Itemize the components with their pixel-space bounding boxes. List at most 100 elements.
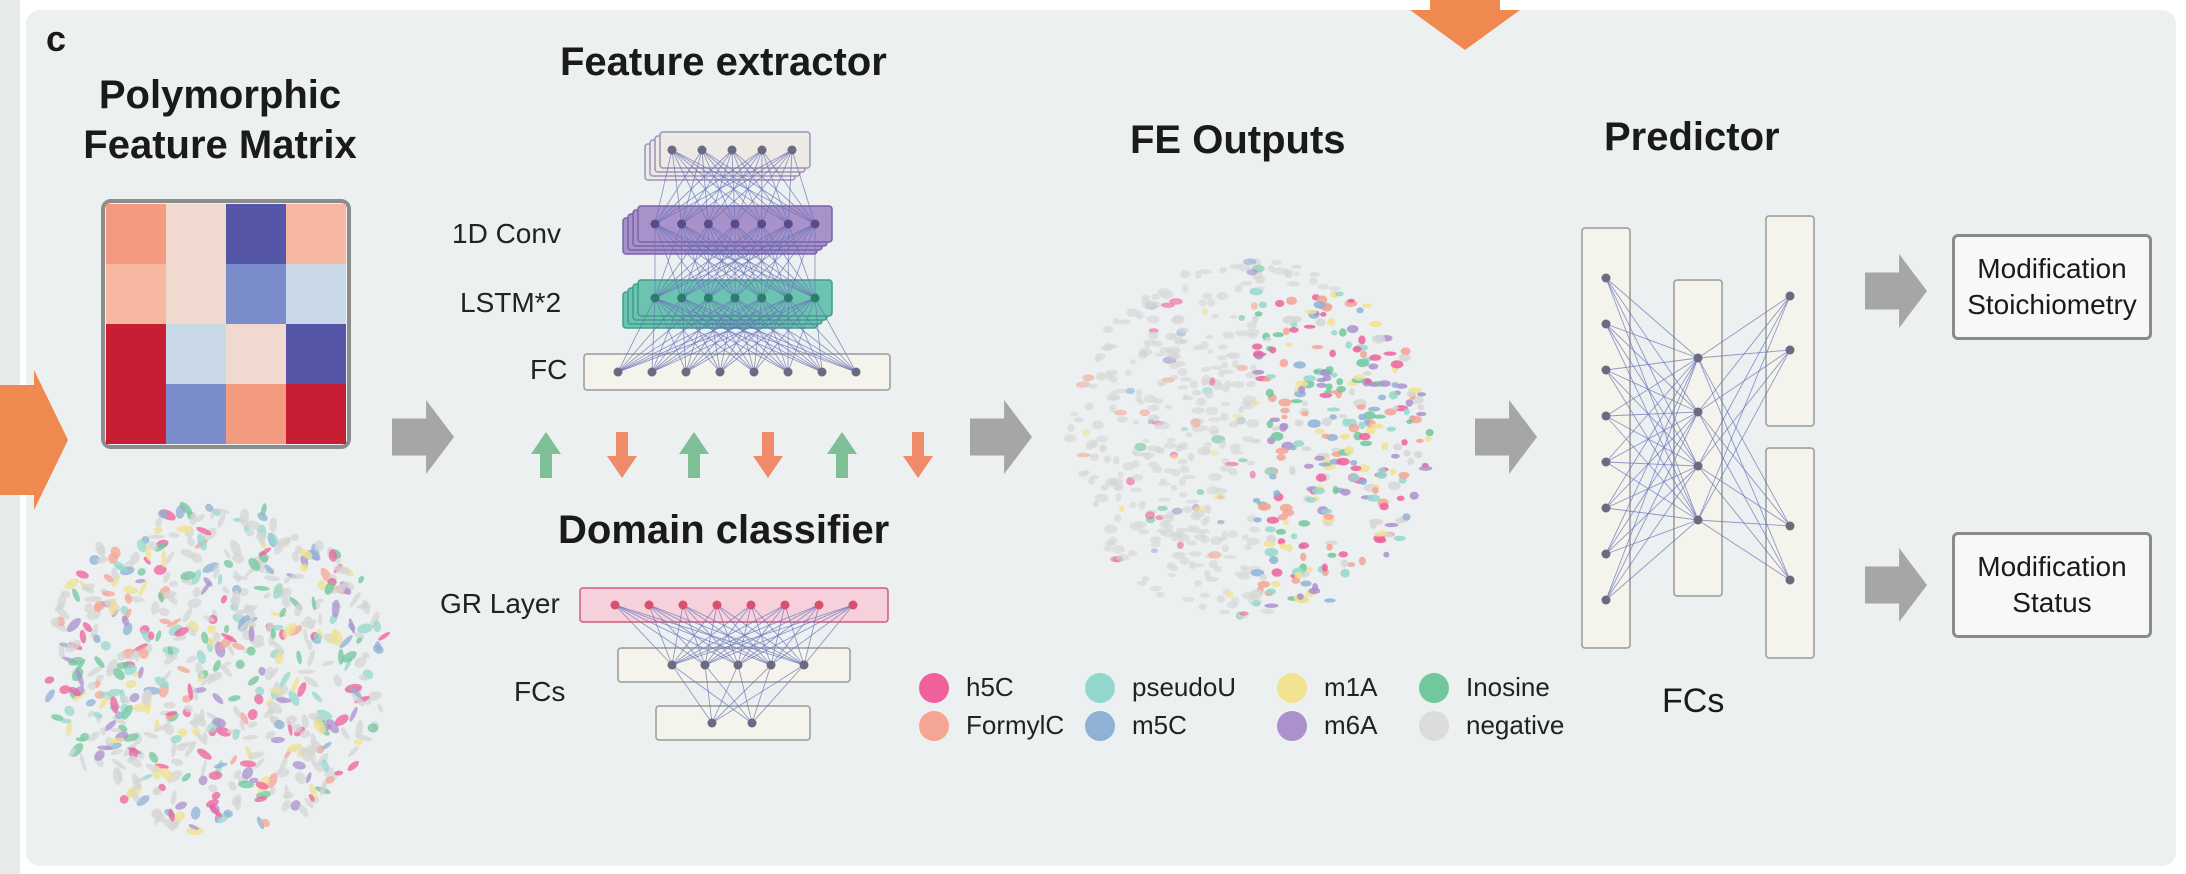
- scatter-point: [90, 624, 99, 638]
- scatter-point: [290, 800, 301, 811]
- connection: [651, 297, 656, 373]
- fe-output-point: [1193, 508, 1205, 518]
- fe-output-point: [1247, 593, 1258, 601]
- scatter-point: [254, 796, 268, 803]
- scatter-point: [104, 720, 117, 732]
- fe-output-point: [1208, 472, 1223, 481]
- fe-output-point: [1204, 506, 1212, 514]
- fe-output-point: [1225, 591, 1235, 599]
- fe-output-point: [1358, 556, 1366, 566]
- neuron: [727, 145, 737, 155]
- scatter-point: [357, 623, 373, 634]
- fe-output-point: [1360, 350, 1367, 359]
- fe-output-point: [1161, 302, 1175, 308]
- fe-output-point: [1186, 540, 1197, 546]
- connection: [654, 223, 736, 299]
- fe-output-point: [1212, 382, 1225, 391]
- scatter-point: [270, 736, 285, 744]
- fe-output-point: [1306, 566, 1313, 573]
- fe-output-point: [1238, 315, 1245, 321]
- predictor-hidden-box: [1673, 279, 1723, 597]
- legend-swatch-pseudou: [1085, 673, 1115, 703]
- fe-output-point: [1368, 406, 1381, 412]
- fe-output-point: [1376, 470, 1388, 479]
- scatter-point: [148, 541, 158, 551]
- connection: [1605, 411, 1699, 601]
- fe-output-point: [1321, 433, 1331, 439]
- scatter-point: [158, 509, 168, 519]
- fe-output-point: [1409, 415, 1422, 424]
- fe-output-point: [1178, 478, 1187, 486]
- scatter-point: [282, 622, 297, 638]
- fe-output-point: [1250, 302, 1258, 310]
- scatter-point: [254, 642, 265, 648]
- fe-output-point: [1325, 540, 1338, 546]
- scatter-point: [207, 672, 217, 685]
- fe-output-point: [1348, 473, 1360, 482]
- scatter-point: [200, 760, 207, 778]
- fe-output-point: [1291, 577, 1301, 584]
- fe-output-point: [1309, 277, 1318, 285]
- fe-output-point: [1182, 474, 1196, 480]
- connection: [701, 149, 816, 225]
- fe-output-point: [1332, 486, 1339, 495]
- fe-output-point: [1246, 380, 1256, 388]
- neuron: [697, 145, 707, 155]
- scatter-point: [263, 710, 274, 719]
- connection: [651, 297, 709, 373]
- fe-output-point: [1424, 436, 1433, 442]
- fe-output-point: [1234, 330, 1249, 337]
- connection: [1697, 411, 1791, 527]
- scatter-point: [157, 592, 164, 603]
- connection: [671, 604, 854, 666]
- fe-output-point: [1286, 544, 1293, 553]
- scatter-point: [233, 769, 242, 779]
- domain-fc2-box: [655, 705, 811, 741]
- scatter-point: [247, 721, 258, 728]
- fe-output-point: [1103, 545, 1112, 552]
- fe-output-point: [1279, 358, 1289, 368]
- scatter-point: [143, 732, 159, 739]
- scatter-point: [166, 618, 182, 628]
- fe-output-point: [1329, 286, 1341, 292]
- fe-output-point: [1132, 420, 1139, 425]
- neuron: [644, 600, 654, 610]
- scatter-point: [168, 808, 175, 822]
- fe-output-point: [1116, 416, 1128, 423]
- fe-output-point: [1221, 361, 1229, 369]
- scatter-point: [321, 759, 329, 772]
- fe-output-point: [1329, 349, 1336, 358]
- scatter-point: [314, 598, 325, 604]
- fe-output-point: [1246, 321, 1257, 329]
- flow-arrow-stoichiometry: [1865, 254, 1927, 328]
- fe-output-point: [1359, 478, 1367, 485]
- connection: [1697, 465, 1791, 527]
- fe-output-point: [1290, 264, 1303, 269]
- scatter-point: [230, 755, 238, 765]
- scatter-point: [94, 656, 105, 669]
- connection: [671, 149, 789, 225]
- scatter-point: [155, 630, 162, 642]
- orange-arrow-left: [0, 370, 68, 510]
- fe-output-point: [1300, 580, 1312, 587]
- scatter-point: [205, 799, 219, 808]
- fe-output-point: [1357, 464, 1370, 473]
- scatter-point: [68, 656, 84, 666]
- fe-output-point: [1271, 581, 1281, 588]
- fe-output-point: [1383, 532, 1394, 538]
- fe-output-point: [1384, 522, 1399, 528]
- neuron: [733, 660, 743, 670]
- scatter-point: [163, 818, 179, 830]
- scatter-point: [311, 760, 323, 773]
- scatter-point: [162, 571, 171, 584]
- connection: [711, 664, 805, 724]
- fe-output-point: [1322, 375, 1332, 382]
- fe-output-point: [1236, 364, 1248, 372]
- predictor-out-top-box: [1765, 215, 1815, 427]
- fe-output-point: [1383, 551, 1390, 558]
- scatter-point: [92, 711, 103, 719]
- fe-output-point: [1214, 566, 1222, 573]
- heatmap-cell: [286, 384, 346, 444]
- neuron: [851, 367, 861, 377]
- neuron: [757, 293, 767, 303]
